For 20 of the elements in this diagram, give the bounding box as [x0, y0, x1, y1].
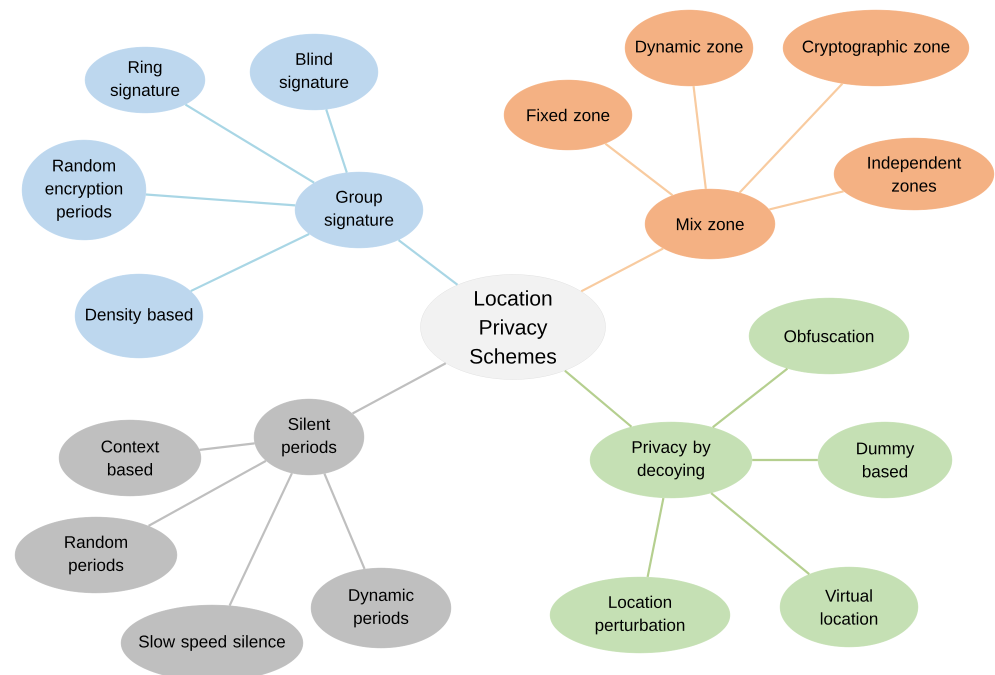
- connector-line: [146, 193, 296, 206]
- connector-line: [646, 498, 664, 578]
- connector-line: [190, 233, 310, 292]
- connector-line: [604, 142, 674, 196]
- connector-line: [148, 460, 266, 527]
- connector-line: [580, 248, 664, 292]
- connector-line: [692, 86, 707, 189]
- connector-line: [752, 458, 818, 462]
- connector-line: [712, 368, 788, 428]
- connector-line: [325, 109, 348, 173]
- connector-line: [199, 442, 255, 451]
- connector-line: [352, 362, 446, 414]
- connector-line: [323, 473, 366, 570]
- connector-line: [184, 104, 315, 184]
- connector-line: [738, 82, 844, 194]
- connector-line: [398, 239, 458, 286]
- connector-line: [564, 370, 632, 428]
- connector-line: [228, 472, 293, 606]
- connector-line: [710, 492, 810, 575]
- connector-line: [769, 190, 844, 211]
